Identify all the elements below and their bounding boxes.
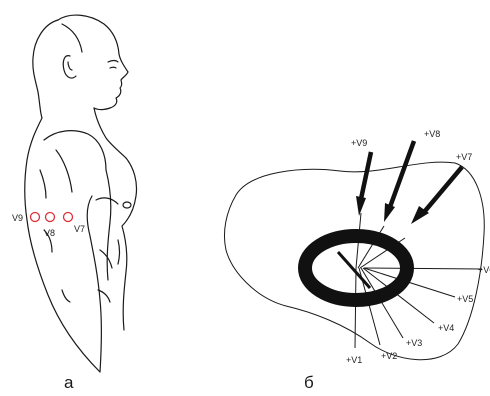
arrow-v7 [425,167,462,211]
electrode-v7-marker [64,213,73,222]
label-plus-v5: +V5 [457,294,473,304]
label-plus-v8: +V8 [424,129,440,139]
panel-a-torso [25,15,137,372]
arrow-v8-head [384,203,395,222]
panel-b-caption: б [304,373,314,392]
arrow-v8 [390,141,414,207]
electrode-v9-marker [31,213,40,222]
electrode-markers [31,213,73,222]
label-plus-v1: +V1 [346,355,362,365]
label-plus-v9: +V9 [351,138,367,148]
electrode-v7-label: V7 [74,224,85,234]
electrode-v8-marker [46,213,55,222]
label-plus-v7: +V7 [456,152,472,162]
electrode-v9-label: V9 [12,213,23,223]
label-plus-v2: +V2 [381,351,397,361]
label-plus-v4: +V4 [438,323,454,333]
panel-a-caption: а [64,373,74,392]
label-plus-v6: +V6 [478,265,490,275]
posterior-lead-arrows [356,141,462,224]
label-plus-v3: +V3 [406,338,422,348]
electrode-v8-label: V8 [44,228,55,238]
arrow-v9 [361,152,371,199]
